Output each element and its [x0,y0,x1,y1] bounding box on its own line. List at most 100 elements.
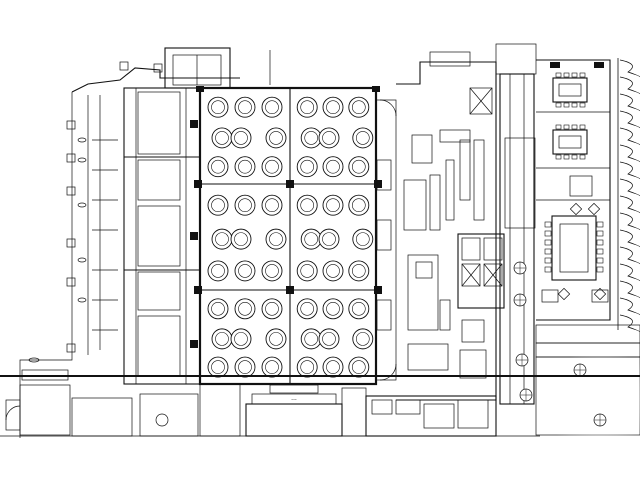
banquet-table-icon [296,96,318,118]
stair-icon [164,47,231,89]
banquet-table-icon [265,127,287,149]
banquet-table-icon [296,194,318,216]
meeting-table-icon [551,77,597,281]
chair-icon [596,266,604,273]
banquet-table-icon [318,228,340,250]
chair-icon [555,124,562,130]
banquet-table-icon [300,328,322,350]
terrace [535,324,640,450]
banquet-table-icon [207,96,229,118]
decorative-waves [617,58,640,333]
chair-icon [544,248,552,255]
banquet-table-icon [234,356,256,378]
banquet-table-icon [207,298,229,320]
chair-icon [571,102,578,108]
banquet-table-icon [348,298,370,320]
banquet-table-icon [322,298,344,320]
banquet-table-icon [322,260,344,282]
chair-icon [596,221,604,228]
banquet-table-icon [234,194,256,216]
banquet-table-icon [318,127,340,149]
banquet-table-icon [348,194,370,216]
banquet-table-icon [296,156,318,178]
banquet-table-icon [230,328,252,350]
chair-icon [555,154,562,160]
chair-icon [544,230,552,237]
banquet-table-icon [211,328,233,350]
lower-plaza: --- [0,375,640,437]
chair-icon [563,102,570,108]
chair-icon [555,102,562,108]
elevator-icon [457,233,505,309]
banquet-table-icon [352,228,374,250]
banquet-table-icon [265,228,287,250]
banquet-table-icon [211,127,233,149]
chair-icon [579,154,586,160]
chair-icon [544,239,552,246]
banquet-table-icon [352,328,374,350]
banquet-table-icon [261,356,283,378]
banquet-table-icon [300,127,322,149]
banquet-table-icon [322,356,344,378]
banquet-table-icon [234,260,256,282]
entrance-label: --- [291,397,297,403]
chair-icon [555,72,562,78]
circulation-spine [495,43,537,405]
chair-icon [596,257,604,264]
banquet-table-icon [207,156,229,178]
banquet-table-icon [348,260,370,282]
banquet-table-icon [296,298,318,320]
chair-icon [544,257,552,264]
chair-icon [571,72,578,78]
left-bays [123,87,201,385]
stair-icon [5,369,69,421]
chair-icon [579,102,586,108]
banquet-table-icon [322,156,344,178]
chair-icon [563,154,570,160]
banquet-table-icon [318,328,340,350]
banquet-table-icon [261,260,283,282]
banquet-table-icon [261,194,283,216]
banquet-table-icon [230,127,252,149]
banquet-table-icon [211,228,233,250]
chair-icon [579,72,586,78]
chair-icon [557,287,571,301]
chair-icon [569,202,583,216]
chair-icon [596,248,604,255]
banquet-table-icon [348,156,370,178]
banquet-table-icon [261,298,283,320]
service-area [396,51,497,401]
banquet-table-icon [348,96,370,118]
banquet-table-icon [348,356,370,378]
chair-icon [596,239,604,246]
banquet-tables [207,96,374,378]
chair-icon [544,221,552,228]
banquet-table-icon [261,96,283,118]
meeting-rooms [536,59,611,321]
banquet-table-icon [352,127,374,149]
chair-icon [563,124,570,130]
banquet-table-icon [207,260,229,282]
banquet-table-icon [230,228,252,250]
chair-icon [593,287,607,301]
chair-icon [596,230,604,237]
meeting-chairs [544,72,607,301]
banquet-table-icon [322,194,344,216]
chair-icon [579,124,586,130]
banquet-table-icon [234,156,256,178]
tree-icon [513,261,607,427]
banquet-table-icon [322,96,344,118]
banquet-table-icon [234,96,256,118]
banquet-table-icon [300,228,322,250]
corridor [375,99,397,381]
banquet-table-icon [296,356,318,378]
banquet-table-icon [265,328,287,350]
column-markers [66,61,163,353]
banquet-table-icon [296,260,318,282]
banquet-table-icon [234,298,256,320]
left-wing [19,61,240,438]
banquet-table-icon [261,156,283,178]
chair-icon [571,154,578,160]
chair-icon [544,266,552,273]
